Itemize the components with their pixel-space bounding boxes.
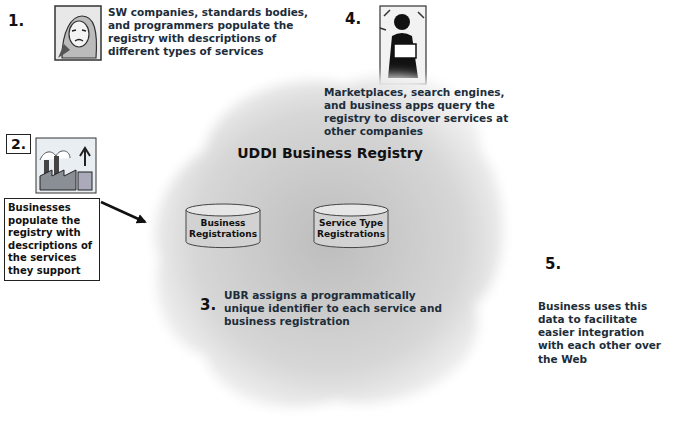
callout-number: 3. xyxy=(200,296,216,314)
cloud-blob xyxy=(155,75,503,407)
callout-number: 4. xyxy=(345,10,361,28)
database-cylinder: Service Type Registrations xyxy=(313,203,389,249)
step-note: Marketplaces, search engines, and busine… xyxy=(324,86,529,139)
text-box: Businesses populate the registry with de… xyxy=(4,198,100,281)
factory-icon xyxy=(36,138,96,193)
box-text: Businesses populate the registry with de… xyxy=(8,202,96,277)
database-cylinder: Business Registrations xyxy=(185,203,261,249)
flow-arrow xyxy=(101,202,145,222)
step-tag: 2. xyxy=(6,134,31,154)
callout-number: 1. xyxy=(8,12,24,30)
database-label: Service Type Registrations xyxy=(316,218,386,240)
step-note: UBR assigns a programmatically unique id… xyxy=(224,289,456,328)
database-label: Business Registrations xyxy=(188,218,258,240)
step-note: Business uses this data to facilitate ea… xyxy=(538,300,666,366)
cylinder-top xyxy=(186,204,260,216)
callout-number: 5. xyxy=(545,255,561,273)
person-icon xyxy=(55,6,101,60)
cylinder-top xyxy=(314,204,388,216)
user-laptop-icon xyxy=(380,6,426,84)
callout-number: 2. xyxy=(11,135,26,153)
step-note: SW companies, standards bodies, and prog… xyxy=(108,6,313,59)
